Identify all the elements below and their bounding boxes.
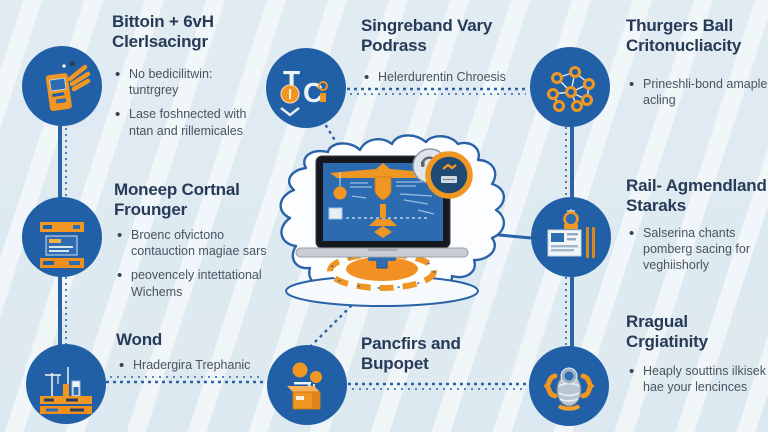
panel-circle-rragual: [529, 346, 609, 426]
panel-bullets: Helerdurentin Chroesis: [361, 68, 546, 88]
panel-title: Rail- Agmendland Staraks: [626, 176, 767, 216]
panel-top-right: Thurgers Ball Critonucliacity Prineshli-…: [626, 16, 768, 116]
panel-bottom-left: Wond Hradergira Trephanic: [116, 330, 316, 382]
panel-top-middle: Singreband Vary Podrass Helerdurentin Ch…: [361, 16, 546, 93]
banner-card-icon: [40, 222, 84, 268]
panel-title: Pancfirs and Bupopet: [361, 334, 461, 374]
newspaper-icon: [547, 209, 595, 258]
panel-middle-right: Rail- Agmendland Staraks Salserina chant…: [626, 176, 768, 282]
panel-title: Singreband Vary Podrass: [361, 16, 493, 56]
laptop-screen: [323, 163, 443, 241]
bullet-item: Lase foshnected with ntan and rillemical…: [114, 105, 264, 139]
panel-top-left: Bittoin + 6vH Clerlsacingr No bedicilitw…: [112, 12, 264, 147]
bullet-item: Helerdurentin Chroesis: [363, 68, 546, 88]
laptop: [295, 155, 469, 269]
network-icon: [547, 66, 595, 112]
bullet-item: Salserina chants pomberg sacing for vegh…: [628, 224, 768, 274]
panel-bullets: Hradergira Trephanic: [116, 356, 316, 376]
security-badge: [412, 148, 473, 199]
connector-center-midright: [477, 231, 532, 240]
headset-icon: [421, 156, 438, 163]
panel-bullets: No bedicilitwin: tuntrgrey Lase foshnect…: [112, 65, 264, 139]
svg-text:C: C: [303, 77, 323, 108]
laptop-screen-frame: [315, 155, 451, 249]
bullet-item: Broenc ofvictono contauction magiae sars: [116, 226, 282, 260]
panel-circle-moneep: [22, 197, 102, 277]
connector-bottommiddle-center: [309, 290, 367, 348]
panel-title: Moneep Cortnal Frounger: [114, 180, 240, 220]
panel-bullets: Prineshli-bond amaple acling: [626, 75, 768, 109]
panel-bullets: Broenc ofvictono contauction magiae sars…: [114, 226, 282, 300]
bullet-item: No bedicilitwin: tuntrgrey: [114, 65, 264, 99]
panel-circle-bitcoin: [22, 46, 102, 126]
bullet-item: Heaply souttins ilkisek hae your lencinc…: [628, 362, 768, 396]
bullet-item: peovencely intettational Wichems: [116, 266, 282, 300]
bullet-item: Hradergira Trephanic: [118, 356, 316, 376]
panel-bullets: Heaply souttins ilkisek hae your lencinc…: [626, 362, 768, 396]
panel-middle-left: Moneep Cortnal Frounger Broenc ofvictono…: [114, 180, 282, 308]
bullet-item: Prineshli-bond amaple acling: [628, 75, 768, 109]
laptop-stand: [376, 251, 388, 269]
factory-icon: [40, 367, 92, 414]
panel-title: Wond: [116, 330, 163, 349]
person-box-icon: [287, 362, 322, 410]
laptop-screen-diagram: [328, 163, 436, 238]
tc-coin-icon: T C: [280, 65, 328, 117]
panel-circle-singreband: T C: [266, 48, 346, 128]
robot-icon: [543, 367, 595, 411]
panel-bottom-middle: Pancfirs and Bupopet: [361, 334, 531, 375]
platform: [285, 251, 479, 307]
panel-title: Bittoin + 6vH Clerlsacingr: [112, 12, 214, 52]
panel-bottom-right: Rragual Crgiatinity Heaply souttins ilki…: [626, 312, 768, 403]
panel-bullets: Salserina chants pomberg sacing for vegh…: [626, 224, 768, 274]
panel-circle-rail: [531, 197, 611, 277]
cloud-outline: [279, 134, 505, 301]
panel-title: Thurgers Ball Critonucliacity: [626, 16, 742, 56]
panel-title: Rragual Crgiatinity: [626, 312, 708, 352]
panel-circle-wond: [26, 344, 106, 424]
badge-glyph: [442, 163, 457, 170]
laptop-base: [295, 247, 469, 258]
phone-hand-icon: [45, 61, 91, 111]
panel-circle-network: [530, 47, 610, 127]
